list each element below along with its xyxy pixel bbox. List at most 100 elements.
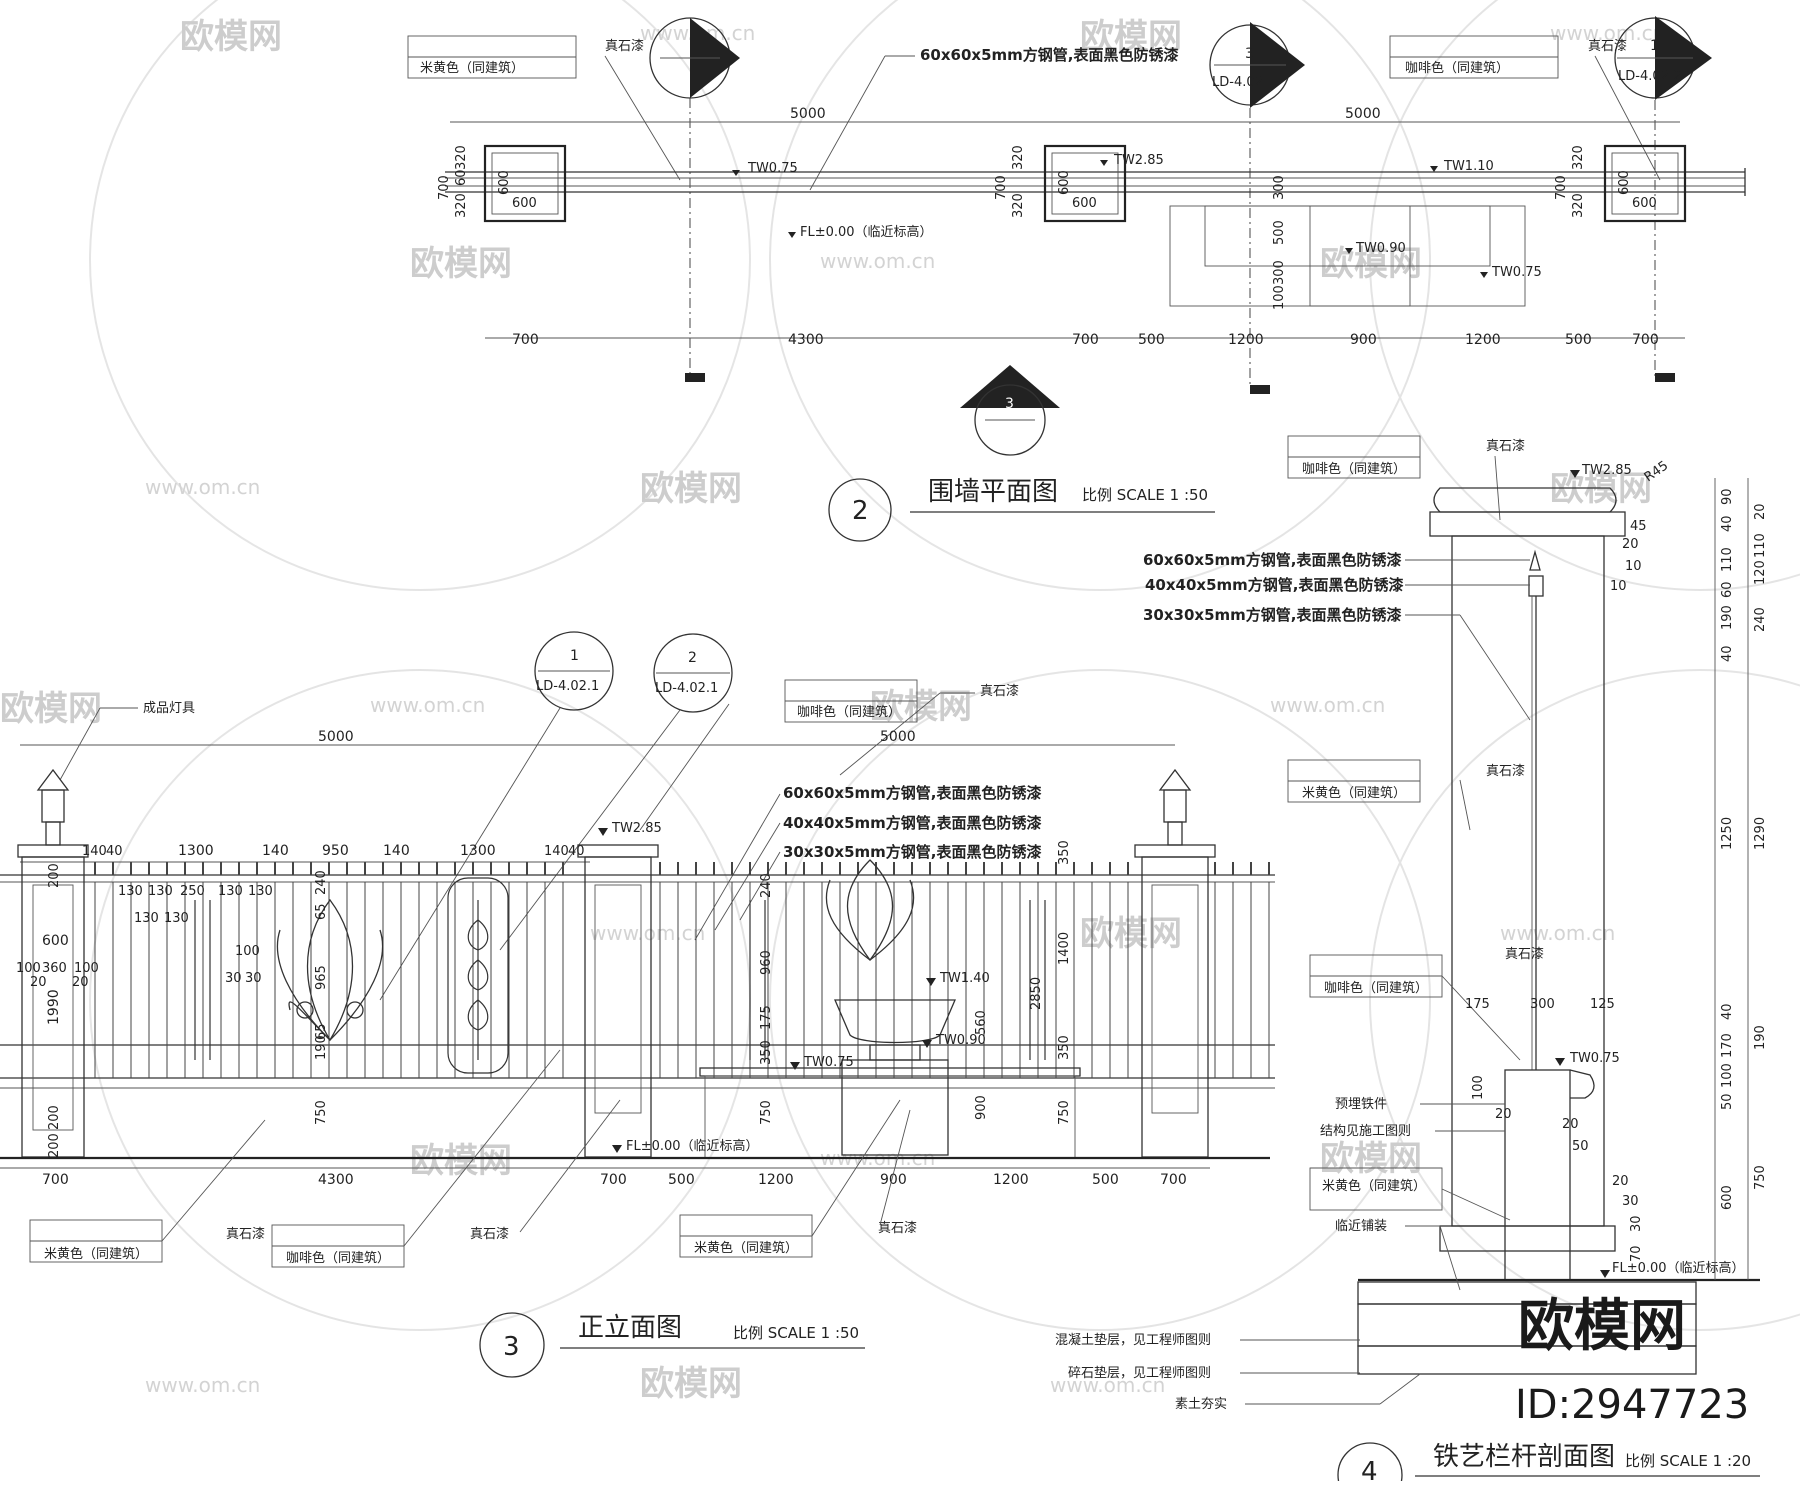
section-stone-label: 真石漆 <box>1486 438 1525 454</box>
right-dim: 40 <box>1720 515 1735 532</box>
panel-dim: 130 <box>148 884 173 899</box>
plan-bottom-dim: 700 <box>1632 332 1659 348</box>
left-dim: 100 <box>74 961 99 976</box>
right-dim: 40 <box>1720 1003 1735 1020</box>
left-dim: 200 <box>47 1105 62 1130</box>
top-dim: 45 <box>1630 519 1647 534</box>
post-dim: 600 <box>1632 196 1657 211</box>
ref-number: 1 <box>1650 38 1659 54</box>
structure-label: 结构见施工图则 <box>1320 1124 1411 1139</box>
section-pipe-label: 30x30x5mm方钢管,表面黑色防锈漆 <box>1143 606 1402 624</box>
panel-dim: 30 <box>225 971 242 986</box>
plan-side-dim: 300 <box>1272 175 1287 200</box>
elev-pipe-label: 60x60x5mm方钢管,表面黑色防锈漆 <box>783 784 1042 802</box>
plan-side-dim: 320 <box>454 145 469 170</box>
right-dim: 120 <box>1753 560 1768 585</box>
section-base-dims: 175 300 125 100 20 20 50 20 30 70 30 <box>1465 997 1644 1262</box>
plan-side-dim: 320 <box>1571 145 1586 170</box>
plan-bottom-dim: 700 <box>1072 332 1099 348</box>
plan-coffee-label: 咖啡色（同建筑） <box>1405 60 1509 76</box>
section-footing <box>1357 1069 1760 1375</box>
ref-number: 3 <box>1245 46 1254 62</box>
ornament-panel-left <box>276 898 384 1042</box>
elev-level: TW0.75 <box>803 1055 854 1070</box>
plan-level: TW1.10 <box>1443 159 1494 174</box>
vert-dim: 350 <box>759 1040 774 1065</box>
elev-stone-label: 真石漆 <box>226 1226 265 1242</box>
span-dim: 140 <box>383 843 410 859</box>
section-view: 咖啡色（同建筑） 真石漆 60x60x5mm方钢管,表面黑色防锈漆 40x40x… <box>1055 435 1768 1485</box>
watermark-site: www.om.cn <box>370 693 485 717</box>
paving-label: 临近铺装 <box>1335 1219 1387 1234</box>
elev-coffee-label: 咖啡色（同建筑） <box>286 1250 390 1266</box>
plan-level: TW2.85 <box>1113 153 1164 168</box>
elev-bottom-dims: 700 4300 700 500 1200 900 1200 500 700 <box>42 1172 1187 1188</box>
left-dim: 100 <box>16 961 41 976</box>
vert-dim: 960 <box>759 950 774 975</box>
elev-bottom-dim: 500 <box>668 1172 695 1188</box>
left-dim: 20 <box>30 975 47 990</box>
plan-top-dim: 5000 <box>1345 106 1381 122</box>
top-dim: 10 <box>1625 559 1642 574</box>
right-dim: 60 <box>1720 581 1735 598</box>
embed-label: 预埋铁件 <box>1335 1097 1387 1112</box>
elev-title-bubble <box>479 1312 545 1378</box>
vert-dim: 175 <box>759 1005 774 1030</box>
section-title-bubble <box>1337 1442 1403 1485</box>
watermark-brand: 欧模网 <box>180 17 282 57</box>
elev-stone-label: 真石漆 <box>878 1220 917 1236</box>
section-marker-left <box>649 17 740 382</box>
post-dim: 600 <box>1072 196 1097 211</box>
plan-bottom-dim: 1200 <box>1465 332 1501 348</box>
watermark-brand: 欧模网 <box>1080 914 1182 954</box>
elev-top-dim: 5000 <box>318 729 354 745</box>
gravel-label: 碎石垫层，见工程师图则 <box>1068 1365 1211 1381</box>
plan-level: TW0.90 <box>1355 241 1406 256</box>
ref-sheet: LD-4.02.1 <box>1212 75 1275 90</box>
plan-side-dim: 320 <box>1011 193 1026 218</box>
section-right-dims-a: 90 40 110 60 190 40 1250 600 <box>1720 488 1735 1210</box>
right-dim: 1290 <box>1753 817 1768 850</box>
plan-bottom-dim: 4300 <box>788 332 824 348</box>
vert-dim: 560 <box>974 1010 989 1035</box>
plan-level: TW0.75 <box>1491 265 1542 280</box>
soil-label: 素土夯实 <box>1175 1397 1227 1412</box>
vert-dim: 190 <box>314 1035 329 1060</box>
plan-side-dim: 600 <box>1617 170 1632 195</box>
elev-span-dims: 140 40 1300 140 950 140 1300 140 40 <box>82 843 585 859</box>
section-pipe-label: 40x40x5mm方钢管,表面黑色防锈漆 <box>1145 576 1404 594</box>
panel-dim: 130 <box>118 884 143 899</box>
watermark-brand: 欧模网 <box>0 689 102 729</box>
plan-side-dim: 320 <box>454 193 469 218</box>
elev-bottom-dim: 500 <box>1092 1172 1119 1188</box>
left-dim: 20 <box>72 975 89 990</box>
ref-sheet: LD-4.02.1 <box>536 679 599 694</box>
plan-side-dim: 600 <box>497 170 512 195</box>
span-dim: 140 <box>262 843 289 859</box>
plan-bottom-dims: 700 4300 700 500 1200 900 1200 500 700 <box>512 332 1659 348</box>
brand-stamp: 欧模网 ID:2947723 <box>1515 1294 1749 1428</box>
base-dim: 20 <box>1612 1174 1629 1189</box>
top-dim: 10 <box>1610 579 1627 594</box>
right-dim: 110 <box>1753 533 1768 558</box>
plan-bottom-dim: 500 <box>1565 332 1592 348</box>
vert-dim: 750 <box>759 1100 774 1125</box>
watermark-brand: 欧模网 <box>1320 1139 1422 1179</box>
ref-sheet: LD-4.02.1 <box>655 681 718 696</box>
brand-name: 欧模网 <box>1518 1294 1686 1359</box>
elev-bottom-dim: 700 <box>1160 1172 1187 1188</box>
span-dim: 40 <box>106 844 123 859</box>
right-dim: 1250 <box>1720 817 1735 850</box>
section-coffee-label: 咖啡色（同建筑） <box>1324 980 1428 996</box>
section-right-dims-b: 20 110 120 240 1290 190 40 170 100 50 75… <box>1720 503 1768 1190</box>
ref-sheet: LD-4.02.2 <box>1618 69 1681 84</box>
elev-bottom-dim: 1200 <box>993 1172 1029 1188</box>
vert-dim: 240 <box>314 870 329 895</box>
panel-dim: 130 <box>134 911 159 926</box>
watermark-layer: 欧模网 欧模网 欧模网 欧模网 欧模网 欧模网 欧模网 欧模网 欧模网 欧模网 … <box>0 0 1800 1404</box>
right-dim: 100 <box>1720 1063 1735 1088</box>
panel-dim: 130 <box>248 884 273 899</box>
watermark-site: www.om.cn <box>1270 693 1385 717</box>
plan-post: 600 <box>483 144 567 223</box>
